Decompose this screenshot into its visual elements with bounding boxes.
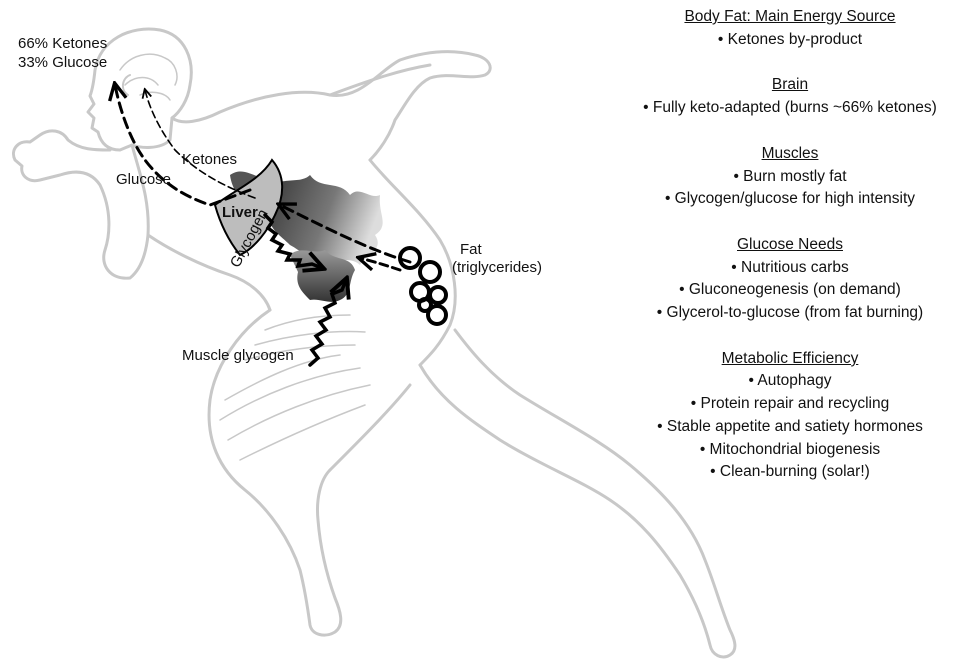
- brain-ratio-ketones: 66% Ketones: [18, 34, 107, 54]
- section-metabolic-efficiency: Metabolic Efficiency • Autophagy • Prote…: [600, 348, 959, 484]
- section-item: • Stable appetite and satiety hormones: [600, 416, 959, 439]
- section-item: • Autophagy: [600, 370, 959, 393]
- section-title: Muscles: [600, 143, 959, 166]
- section-title: Glucose Needs: [600, 234, 959, 257]
- section-item: • Glycerol-to-glucose (from fat burning): [600, 302, 959, 325]
- section-item: • Ketones by-product: [600, 29, 959, 52]
- section-item: • Burn mostly fat: [600, 166, 959, 189]
- info-panel: Body Fat: Main Energy Source • Ketones b…: [600, 6, 959, 484]
- section-title: Body Fat: Main Energy Source: [600, 6, 959, 29]
- section-item: • Nutritious carbs: [600, 257, 959, 280]
- section-title: Metabolic Efficiency: [600, 348, 959, 371]
- section-item: • Fully keto-adapted (burns ~66% ketones…: [600, 97, 959, 120]
- section-title: Brain: [600, 74, 959, 97]
- glucose-label: Glucose: [116, 170, 171, 190]
- section-item: • Glycogen/glucose for high intensity: [600, 188, 959, 211]
- section-glucose-needs: Glucose Needs • Nutritious carbs • Gluco…: [600, 234, 959, 325]
- section-muscles: Muscles • Burn mostly fat • Glycogen/glu…: [600, 143, 959, 211]
- fat-sub-label: (triglycerides): [452, 258, 542, 278]
- ketones-label: Ketones: [182, 150, 237, 170]
- section-item: • Mitochondrial biogenesis: [600, 439, 959, 462]
- brain-ratio-glucose: 33% Glucose: [18, 53, 107, 73]
- section-brain: Brain • Fully keto-adapted (burns ~66% k…: [600, 74, 959, 119]
- section-body-fat: Body Fat: Main Energy Source • Ketones b…: [600, 6, 959, 51]
- section-item: • Gluconeogenesis (on demand): [600, 279, 959, 302]
- section-item: • Protein repair and recycling: [600, 393, 959, 416]
- section-item: • Clean-burning (solar!): [600, 461, 959, 484]
- fat-to-muscle-arrow: [360, 258, 400, 270]
- muscle-glycogen-label: Muscle glycogen: [182, 346, 294, 366]
- fat-cells: [400, 248, 446, 324]
- fat-label: Fat: [460, 240, 482, 260]
